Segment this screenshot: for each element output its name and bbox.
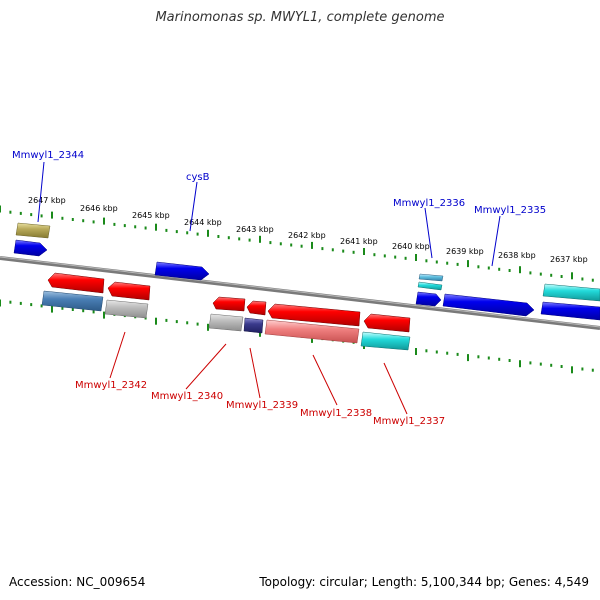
gene-feature[interactable] xyxy=(267,303,361,327)
genome-backbone-highlight xyxy=(0,256,600,328)
tick-label: 2646 kbp xyxy=(80,204,118,213)
label-leader xyxy=(189,181,198,232)
gene-feature[interactable] xyxy=(264,319,360,344)
gene-label[interactable]: cysB xyxy=(186,172,210,183)
genome-backbone xyxy=(0,256,600,330)
gene-label[interactable]: Mmwyl1_2336 xyxy=(393,198,465,209)
tick-label: 2644 kbp xyxy=(184,218,222,227)
tick-label: 2643 kbp xyxy=(236,225,274,234)
forward-label-leaders xyxy=(37,161,501,267)
reverse-strand-features xyxy=(41,272,411,351)
label-leader xyxy=(37,161,45,223)
forward-strand-features xyxy=(13,222,600,321)
gene-feature[interactable] xyxy=(418,273,444,282)
tick-label: 2637 kbp xyxy=(550,255,588,264)
gene-feature[interactable] xyxy=(107,281,151,301)
gene-feature[interactable] xyxy=(104,299,149,319)
reverse-gene-labels: Mmwyl1_2342 Mmwyl1_2340 Mmwyl1_2339 Mmwy… xyxy=(75,380,445,427)
gene-feature[interactable] xyxy=(417,281,443,291)
gene-feature[interactable] xyxy=(442,293,535,317)
accession-text: Accession: NC_009654 xyxy=(9,575,146,589)
tick-label: 2638 kbp xyxy=(498,251,536,260)
gene-label[interactable]: Mmwyl1_2339 xyxy=(226,400,298,411)
gene-label[interactable]: Mmwyl1_2340 xyxy=(151,391,223,402)
tick-label: 2639 kbp xyxy=(446,247,484,256)
gene-feature[interactable] xyxy=(212,296,246,312)
label-leader xyxy=(185,343,227,390)
map-title: Marinomonas sp. MWYL1, complete genome xyxy=(155,10,445,25)
gene-label[interactable]: Mmwyl1_2344 xyxy=(12,150,84,161)
gene-feature[interactable] xyxy=(246,300,267,316)
label-leader xyxy=(312,354,338,406)
reverse-label-leaders xyxy=(109,331,408,415)
tick-label: 2641 kbp xyxy=(340,237,378,246)
gene-feature[interactable] xyxy=(47,272,105,294)
label-leader xyxy=(249,347,261,399)
gene-feature[interactable] xyxy=(154,261,210,281)
gene-label[interactable]: Mmwyl1_2338 xyxy=(300,408,372,419)
label-leader xyxy=(383,362,408,415)
gene-feature[interactable] xyxy=(13,239,48,257)
gene-label[interactable]: Mmwyl1_2337 xyxy=(373,416,445,427)
gene-feature[interactable] xyxy=(415,291,442,307)
tick-label: 2647 kbp xyxy=(28,196,66,205)
tick-labels: 2647 kbp 2646 kbp 2645 kbp 2644 kbp 2643… xyxy=(28,196,588,264)
tick-label: 2645 kbp xyxy=(132,211,170,220)
tick-label: 2640 kbp xyxy=(392,242,430,251)
label-leader xyxy=(109,331,126,379)
label-leader xyxy=(491,215,501,267)
label-leader xyxy=(424,207,433,259)
gene-feature[interactable] xyxy=(208,313,244,332)
gene-label[interactable]: Mmwyl1_2335 xyxy=(474,205,546,216)
gene-feature[interactable] xyxy=(540,301,600,321)
gene-feature[interactable] xyxy=(15,222,51,239)
gene-feature[interactable] xyxy=(360,331,411,351)
forward-gene-labels: Mmwyl1_2344 cysB Mmwyl1_2336 Mmwyl1_2335 xyxy=(12,150,546,216)
gene-feature[interactable] xyxy=(243,317,264,334)
genome-summary-text: Topology: circular; Length: 5,100,344 bp… xyxy=(259,575,589,589)
tick-track xyxy=(0,205,594,374)
gene-feature[interactable] xyxy=(363,313,411,333)
gene-feature[interactable] xyxy=(41,290,104,312)
tick-label: 2642 kbp xyxy=(288,231,326,240)
gene-feature[interactable] xyxy=(542,283,600,302)
gene-label[interactable]: Mmwyl1_2342 xyxy=(75,380,147,391)
